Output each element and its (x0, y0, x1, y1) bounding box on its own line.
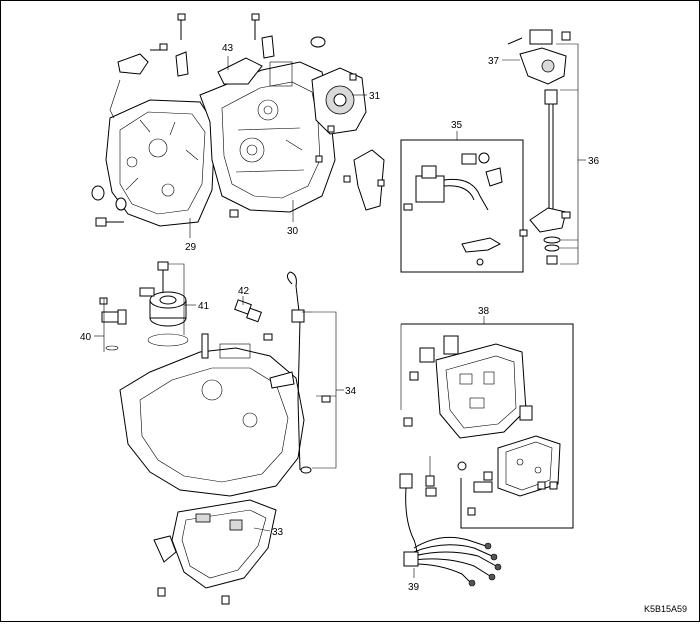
callout-38: 38 (478, 306, 490, 317)
valve-body-assembly (399, 316, 574, 587)
callout-37: 37 (488, 56, 500, 67)
oil-pan-assembly (153, 499, 277, 605)
figure-code: K5B15A59 (644, 604, 687, 614)
callout-36: 36 (588, 156, 600, 167)
callout-31: 31 (369, 91, 381, 102)
callout-labels: 29 30 31 33 34 35 36 37 38 39 40 41 42 4… (80, 43, 687, 614)
callout-43: 43 (222, 43, 234, 54)
callout-29: 29 (185, 242, 197, 253)
transaxle-case-assembly (91, 13, 385, 238)
callout-35: 35 (451, 120, 463, 131)
callout-33: 33 (272, 527, 284, 538)
callout-34: 34 (345, 386, 357, 397)
callout-30: 30 (287, 226, 299, 237)
callout-40: 40 (80, 332, 92, 343)
callout-39: 39 (408, 582, 420, 593)
shift-shaft-assembly (502, 29, 586, 265)
callout-42: 42 (238, 286, 250, 297)
transaxle-side-assembly (94, 261, 344, 497)
callout-41: 41 (198, 301, 210, 312)
parts-35-box (400, 131, 524, 273)
